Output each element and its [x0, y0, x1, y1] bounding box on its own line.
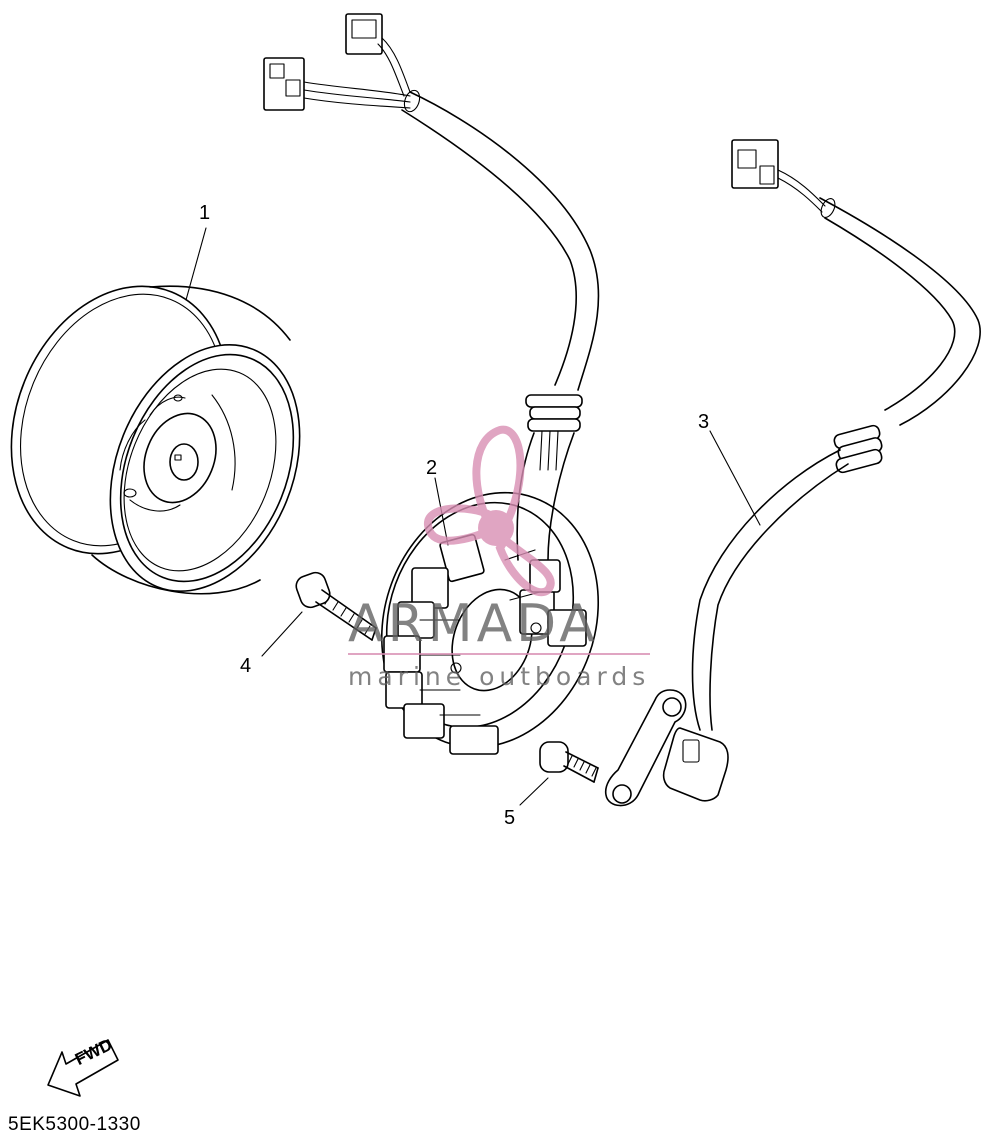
- callout-5: 5: [504, 807, 516, 829]
- stator-assembly-part: [263, 13, 600, 755]
- bolt-4-part: [295, 571, 377, 641]
- leader-line-4: [261, 611, 303, 657]
- diagram-number: 5EK5300-1330: [8, 1114, 141, 1135]
- leader-line-3: [709, 430, 761, 526]
- fwd-direction-arrow: [47, 1039, 119, 1097]
- leader-line-5: [519, 777, 549, 806]
- rotor-flywheel-part: [10, 285, 301, 595]
- callout-2: 2: [426, 457, 438, 479]
- callout-3: 3: [698, 411, 710, 433]
- armada-logo-icon: [348, 425, 650, 655]
- callout-1: 1: [199, 202, 211, 224]
- leader-line-1: [185, 227, 207, 301]
- watermark-brand: ARMADA: [348, 594, 599, 654]
- callout-4: 4: [240, 655, 252, 677]
- watermark-tagline: marine outboards: [348, 662, 651, 691]
- pickup-coil-part: [604, 139, 981, 807]
- screw-5-part: [539, 741, 599, 783]
